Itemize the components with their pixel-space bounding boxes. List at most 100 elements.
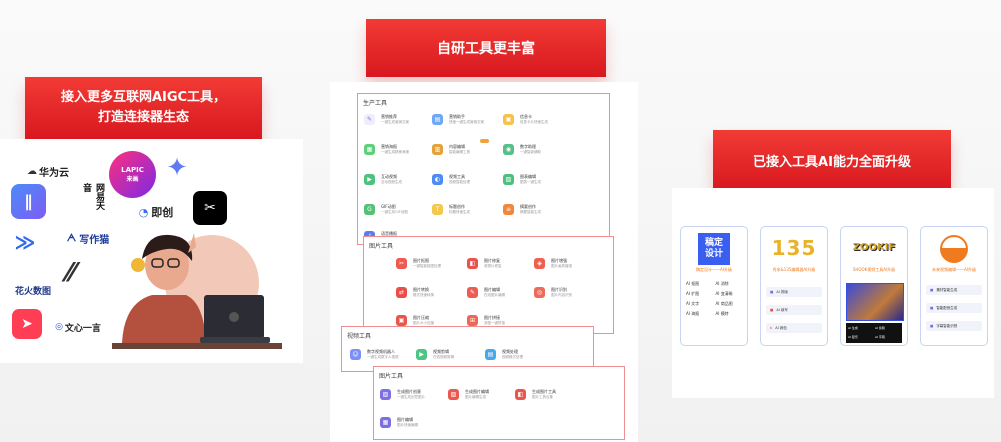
tool-item[interactable]: ☺数字视频机器人一键生成数字人视频: [350, 349, 399, 360]
huahuo-logo: 花火数图: [14, 286, 51, 297]
huawei-text: 华为云: [39, 167, 69, 179]
tool-desc: 图片画质增强: [551, 264, 572, 268]
tool-title: 生成图片创意: [397, 389, 421, 394]
tool-desc: 互动视频生成: [381, 180, 402, 184]
voice-app-icon: ∥: [11, 184, 46, 219]
tool-desc: 视频智能处理: [449, 180, 470, 184]
tool-desc: 智能编辑工具: [449, 150, 470, 154]
tool-item[interactable]: ▧生成图片编辑图片编辑生成: [448, 389, 489, 400]
tool-item[interactable]: ⇄图片转换格式快速转换: [396, 287, 434, 298]
tool-title: 营销推荐: [381, 114, 397, 119]
tool-item[interactable]: ▦营销海报一键生成精美海报: [364, 144, 409, 155]
tool-item[interactable]: ▤视频处理视频格式处理: [485, 349, 523, 360]
tool-item[interactable]: ▶ 互动视频互动视频生成: [364, 174, 402, 185]
tool-desc: 信息卡片快速生成: [520, 120, 548, 124]
shook-logo: ZOOKIF: [852, 241, 896, 253]
tool-item[interactable]: ◐视频工具视频智能处理: [432, 174, 470, 185]
ai-card-future[interactable]: 未来视频编辑——AI升级 ■素材智能生成 ■智能配音生成 ■字幕智能识别: [920, 226, 988, 346]
tool-item[interactable]: ◧生成图片工具图片工具合集: [515, 389, 556, 400]
tool-desc: 标题快速生成: [449, 210, 470, 214]
left-banner: 接入更多互联网AIGC工具， 打造连接器生态: [25, 77, 262, 139]
tool-item[interactable]: ▶视频剪辑在线视频剪辑: [416, 349, 454, 360]
ai-feature: AI 润色: [775, 325, 787, 330]
tool-icon: ◧: [515, 389, 526, 400]
135-logo: 135: [771, 236, 817, 260]
feishu-icon: ≫: [14, 230, 36, 254]
tool-icon: ▣: [503, 114, 514, 125]
tool-item[interactable]: ▣图片压缩图片大小压缩: [396, 315, 434, 326]
tool-title: 图表编辑: [520, 174, 536, 179]
tool-item[interactable]: ≡摘要创作摘要智能生成: [503, 204, 541, 215]
tool-icon: ⇄: [396, 287, 407, 298]
tool-item[interactable]: ◈图片增强图片画质增强: [534, 258, 572, 269]
cloud-icon: ☁: [27, 165, 37, 177]
new-badge: [480, 139, 489, 143]
ai-feature-row: ■字幕智能识别: [926, 321, 982, 331]
ai-feature: AI 剪辑: [875, 326, 885, 330]
tool-item[interactable]: ▧图表编辑图表一键生成: [503, 174, 541, 185]
tool-icon: ▶: [364, 174, 375, 185]
ai-feature: AI 变清晰: [715, 291, 733, 296]
tool-desc: 一键生成创意图片: [397, 395, 425, 399]
tool-icon: ▦: [380, 417, 391, 428]
picture-tools-title: 图片工具: [379, 373, 404, 380]
ai-feature: 素材智能生成: [936, 287, 958, 292]
left-logo-panel: ☁ 华为云 LAPIC 来画 ✦ ∥ 网易天音 ✂ ◔ 即创 ≫ ᗅ 写作猫 ⁄…: [0, 139, 303, 363]
tool-item[interactable]: ✎营销推荐一键生成营销文案: [364, 114, 409, 125]
tool-icon: ▤: [485, 349, 496, 360]
tool-item[interactable]: ◧图片修复老照片修复: [467, 258, 502, 269]
tool-item[interactable]: ✂图片抠图一键智能抠图处理: [396, 258, 441, 269]
tool-desc: 摘要智能生成: [520, 210, 541, 214]
image-tools-title: 图片工具: [369, 243, 394, 250]
wenxin-text: 文心一言: [64, 323, 101, 334]
ai-card-name: 秀米&135编辑器AI升级: [772, 267, 816, 272]
tool-title: 内容编辑: [449, 144, 465, 149]
lapic-sub: 来画: [126, 176, 139, 183]
tool-item[interactable]: ▥内容编辑智能编辑工具: [432, 144, 470, 155]
middle-banner: 自研工具更丰富: [366, 19, 606, 77]
ai-feature: AI 抠图: [686, 281, 700, 286]
tool-desc: 一键生成精美海报: [381, 150, 409, 154]
right-banner: 已接入工具AI能力全面升级: [713, 130, 951, 190]
ai-feature: AI 消除: [715, 281, 729, 286]
tool-desc: 一键生成营销文案: [381, 120, 409, 124]
tool-title: 图片编辑: [397, 417, 413, 422]
tool-title: 图片编辑: [484, 287, 500, 292]
tool-item[interactable]: ◎图片识别图片内容识别: [534, 287, 572, 298]
ai-card-shook[interactable]: ZOOKIF SHOOK视频工具AI升级 AI 生成 AI 剪辑 AI 配乐 A…: [840, 226, 908, 346]
ai-feature: AI 海报: [686, 311, 700, 316]
ai-feature: AI 配乐: [848, 335, 858, 339]
tool-desc: 一键生成数字人视频: [367, 355, 399, 359]
wangyi-logo: 网易天音: [81, 183, 104, 210]
red-app-icon: ➤: [12, 309, 42, 339]
tool-item[interactable]: ⊞图片拼接多图一键拼接: [467, 315, 505, 326]
tool-icon: G: [364, 204, 375, 215]
tool-title: 图片识别: [551, 287, 567, 292]
xiezuomao-icon: ᗅ: [66, 232, 77, 244]
shook-feature-panel: AI 生成 AI 剪辑 AI 配乐 AI 字幕: [846, 323, 902, 343]
tool-item[interactable]: ✎图片编辑在线图片编辑: [467, 287, 505, 298]
star-logo-icon: ✦: [166, 153, 188, 183]
tool-icon: ▨: [380, 389, 391, 400]
tool-title: 营销海报: [381, 144, 397, 149]
wenxin-icon: ◎: [55, 322, 63, 332]
ai-feature-icon: b: [770, 326, 773, 330]
tool-item[interactable]: ▣ 信息卡信息卡片快速生成: [503, 114, 548, 125]
tool-desc: 一键生成GIF动图: [381, 210, 408, 214]
tool-item[interactable]: ▦图片编辑图片快速编辑: [380, 417, 418, 428]
ai-card-gaoding[interactable]: 稿定 设计 稿定设计——AI升级 AI 抠图 AI 消除 AI 扩图 AI 变清…: [680, 226, 748, 346]
huawei-cloud-logo: ☁ 华为云: [18, 161, 78, 181]
tool-item[interactable]: ▤营销助手快速一键生成营销文案: [432, 114, 484, 125]
tool-title: 信息卡: [520, 114, 532, 119]
tool-title: 互动视频: [381, 174, 397, 179]
picture-tools-card: 图片工具 ▨ 生成图片创意一键生成创意图片 ▧生成图片编辑图片编辑生成 ◧生成图片…: [373, 366, 625, 440]
tool-item[interactable]: ▨ 生成图片创意一键生成创意图片: [380, 389, 425, 400]
tool-icon: ✎: [467, 287, 478, 298]
tool-desc: 图片大小压缩: [413, 321, 434, 325]
ai-feature: AI 文字: [686, 301, 700, 306]
tool-title: 数字视频机器人: [367, 349, 395, 354]
tool-item[interactable]: ◉数字助理一键智能辅助: [503, 144, 541, 155]
